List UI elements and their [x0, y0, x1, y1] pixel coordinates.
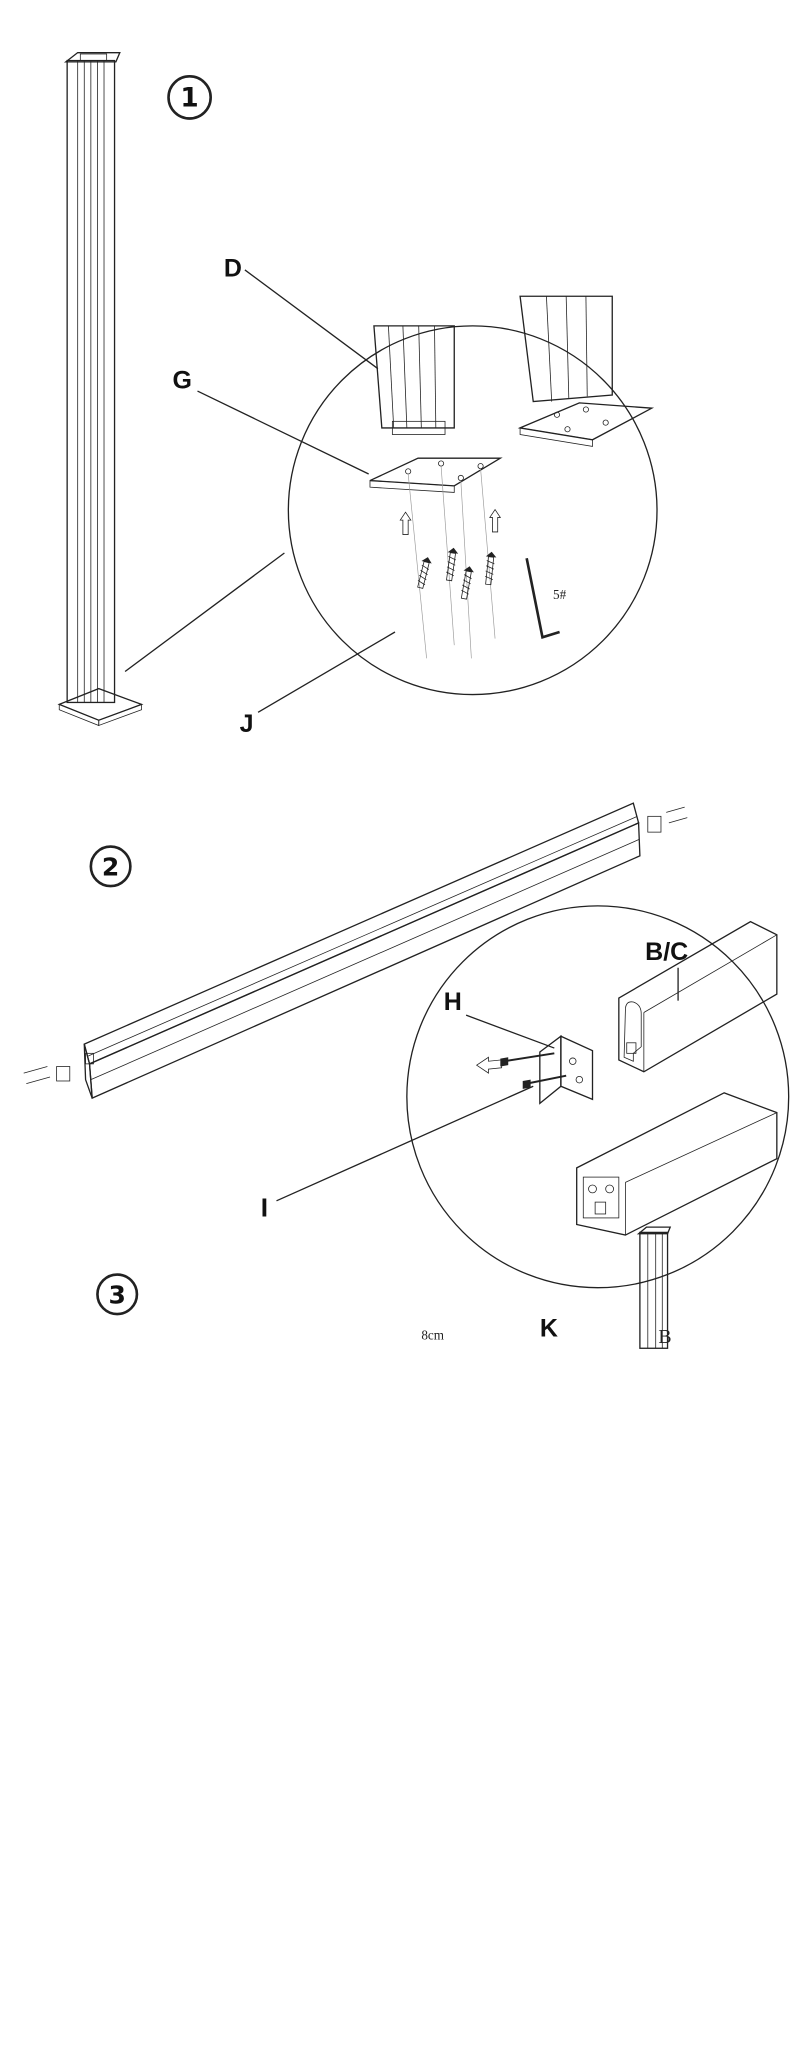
- step-2-detail-bolts: [500, 1052, 567, 1089]
- step-3-label-depth: 8cm: [421, 1328, 444, 1343]
- step-2-end-bracket-left: [23, 1066, 71, 1084]
- step-3-number: 3: [108, 1281, 125, 1310]
- step-2-insert-arrow: [475, 1056, 503, 1074]
- step-1-up-arrow-right: [489, 508, 502, 533]
- step-2-label-rail: B/C: [645, 938, 688, 966]
- step-1-hex-key: [525, 558, 560, 639]
- step-2-detail-rail-profile-lower: [576, 1092, 778, 1236]
- step-2-detail-rail-profile-upper: [618, 920, 778, 1073]
- step-3-label-bottom-rail: B: [658, 1326, 671, 1348]
- step-1-label-screws: J: [240, 710, 254, 738]
- step-1-number-badge: 1: [167, 75, 212, 120]
- step-1-hex-key-label: 5#: [553, 587, 567, 602]
- step-1-detail-circle: [287, 325, 658, 696]
- step-1-detail-post-end: [373, 325, 455, 435]
- step-3-label-anchor-bolts: K: [540, 1314, 558, 1342]
- step-1-post-base-plate: [57, 687, 144, 727]
- step-1-detail-base-plate: [369, 457, 503, 493]
- step-1: 1: [57, 52, 658, 738]
- step-1-detail-leader: [124, 552, 285, 673]
- step-2-end-bracket-right: [647, 806, 688, 833]
- step-1-up-arrow-left: [399, 511, 412, 535]
- step-2-long-rail: [83, 802, 641, 1100]
- step-2-detail-circle: [406, 905, 790, 1289]
- step-2-detail-bracket: [539, 1034, 594, 1105]
- step-2-label-bracket: H: [444, 988, 462, 1016]
- step-2-number: 2: [102, 853, 119, 882]
- step-1-label-base-plate: G: [172, 366, 191, 394]
- step-1-screws: [417, 547, 497, 600]
- step-3: 3: [96, 1226, 672, 1349]
- step-1-detail-post-with-plate: [517, 295, 655, 447]
- step-1-number: 1: [180, 84, 198, 114]
- step-3-right-post: [636, 1226, 672, 1349]
- step-3-number-badge: 3: [96, 1273, 139, 1316]
- step-2-label-bolts: I: [261, 1193, 268, 1223]
- step-1-guide-lines: [407, 466, 496, 659]
- step-2: 2: [23, 802, 790, 1289]
- step-1-post: [63, 52, 121, 704]
- step-2-number-badge: 2: [89, 845, 132, 888]
- step-1-label-post: D: [224, 255, 242, 283]
- step-3-lower-parts: K 8cm B: [421, 1314, 671, 1348]
